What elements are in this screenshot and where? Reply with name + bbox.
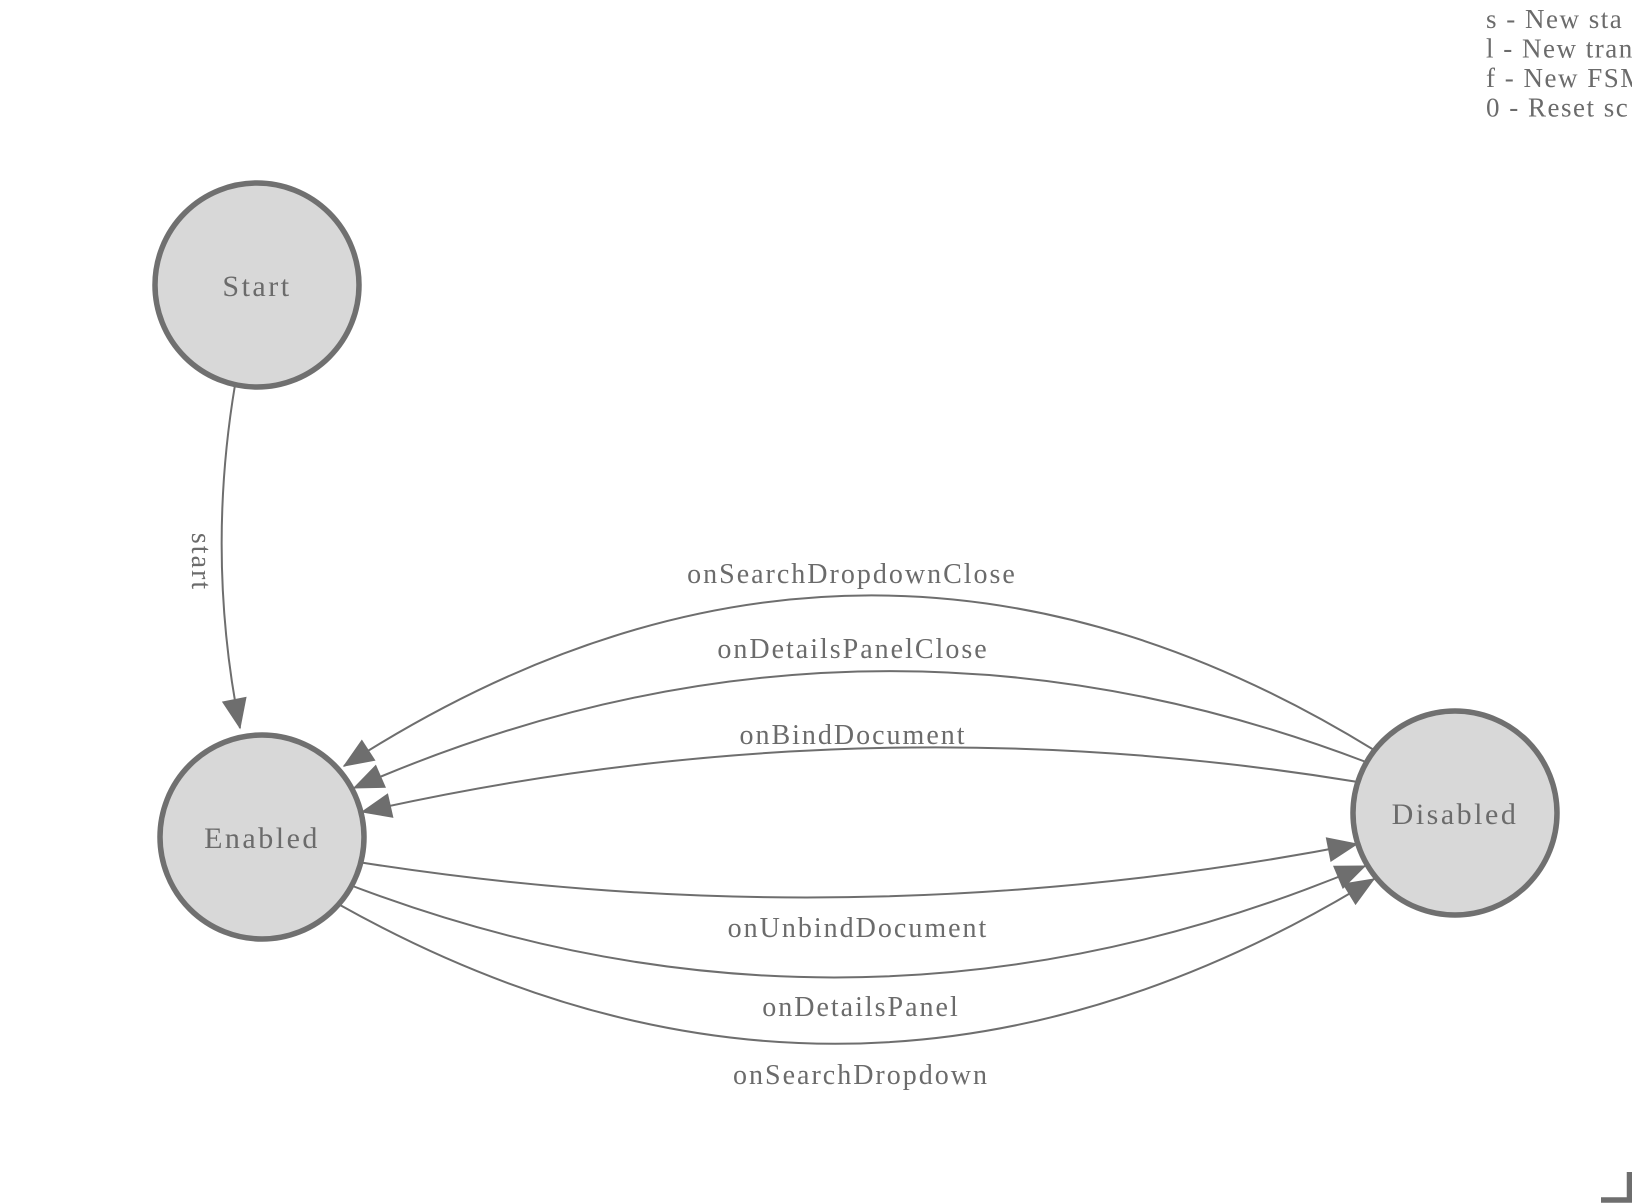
node-enabled-label: Enabled bbox=[204, 822, 320, 855]
edge-label-on-search-dropdown-close: onSearchDropdownClose bbox=[687, 559, 1017, 590]
edge-label-start: start bbox=[185, 533, 216, 591]
frame-corner-bracket bbox=[1601, 1172, 1632, 1203]
edge-on-search-dropdown[interactable] bbox=[339, 878, 1376, 1045]
edge-label-on-details-panel: onDetailsPanel bbox=[762, 992, 960, 1023]
edge-on-details-panel-close[interactable] bbox=[352, 670, 1367, 789]
node-start-label: Start bbox=[222, 270, 291, 303]
edge-start-to-enabled[interactable] bbox=[220, 384, 247, 730]
node-start-circle[interactable] bbox=[152, 180, 362, 390]
legend-line-new-fsm: f - New FSM bbox=[1486, 63, 1632, 93]
nodes: Start Enabled Disabled bbox=[152, 180, 1560, 942]
edge-label-on-bind-document: onBindDocument bbox=[739, 720, 966, 751]
edges bbox=[220, 384, 1376, 1045]
legend-line-reset: 0 - Reset sc bbox=[1486, 93, 1629, 123]
edge-label-on-details-panel-close: onDetailsPanelClose bbox=[717, 634, 988, 665]
legend-line-new-transition: l - New tran bbox=[1486, 34, 1632, 64]
node-disabled-circle[interactable] bbox=[1350, 708, 1560, 918]
edge-label-on-unbind-document: onUnbindDocument bbox=[728, 913, 989, 944]
edge-on-details-panel[interactable] bbox=[349, 865, 1367, 979]
legend-line-new-state: s - New sta bbox=[1486, 4, 1623, 34]
edge-on-bind-document[interactable] bbox=[360, 746, 1359, 818]
edge-on-unbind-document[interactable] bbox=[357, 837, 1359, 899]
edge-on-search-dropdown-close[interactable] bbox=[342, 594, 1375, 767]
edge-labels: start onSearchDropdownClose onDetailsPan… bbox=[185, 533, 1017, 1091]
shortcut-legend: s - New sta l - New tran f - New FSM 0 -… bbox=[1486, 4, 1632, 123]
node-disabled-label: Disabled bbox=[1392, 798, 1519, 831]
edge-label-on-search-dropdown: onSearchDropdown bbox=[733, 1060, 989, 1091]
node-enabled-circle[interactable] bbox=[157, 732, 367, 942]
